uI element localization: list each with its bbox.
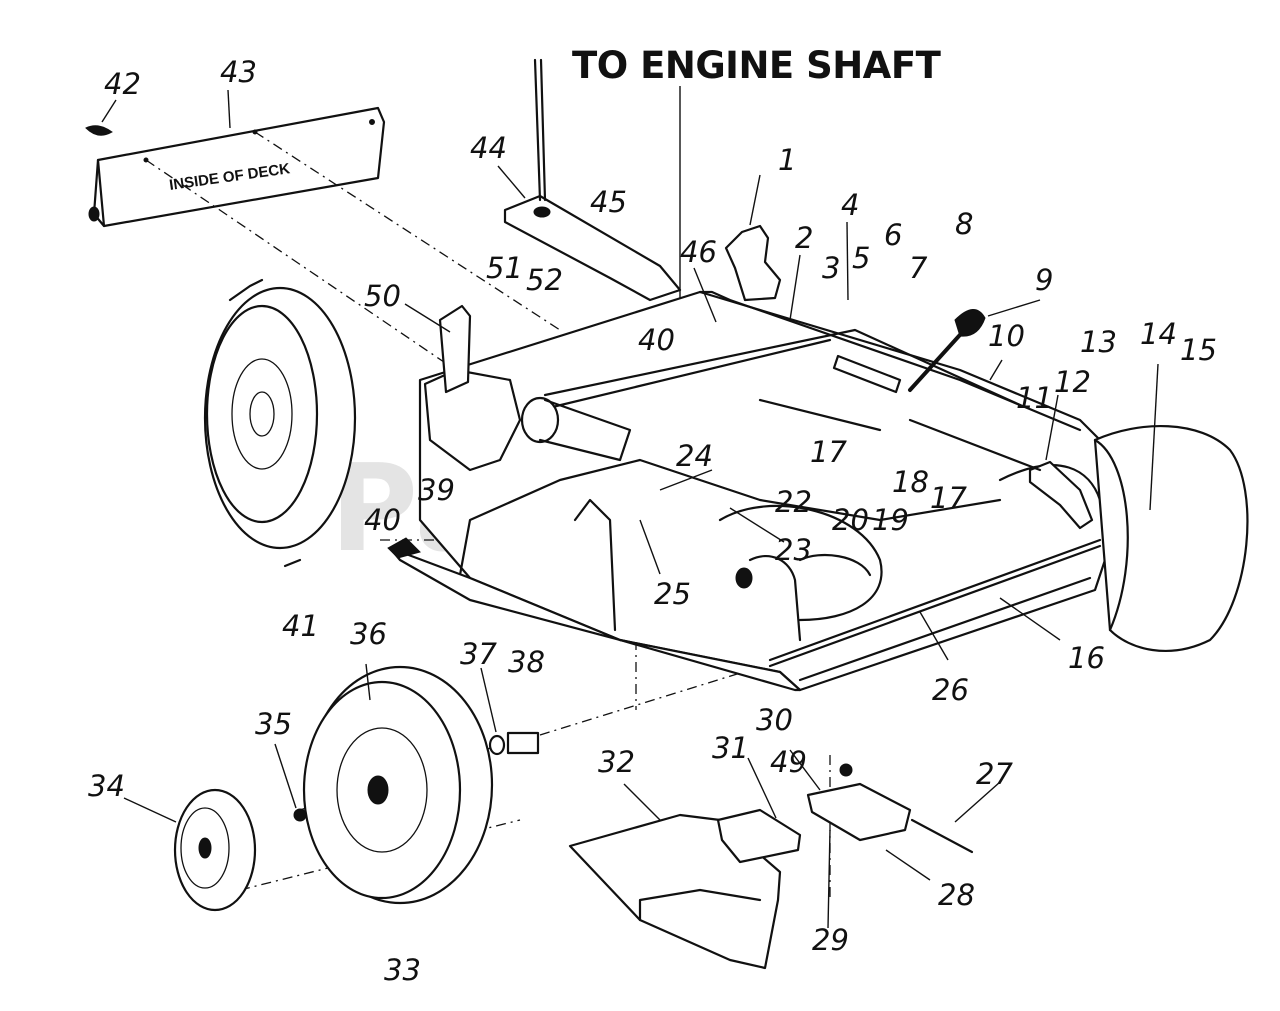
callout-18: 18 xyxy=(892,465,929,499)
callout-36: 36 xyxy=(350,617,387,651)
rear-axle-rod xyxy=(768,538,1102,662)
rivet-42 xyxy=(85,125,113,136)
callout-52: 52 xyxy=(526,263,563,297)
callouts: 1 2 3 4 5 6 7 8 9 10 11 12 13 14 15 16 1… xyxy=(88,55,1217,987)
mower-deck xyxy=(387,290,1107,692)
callout-40a: 40 xyxy=(638,323,675,357)
nut-30 xyxy=(839,763,853,777)
callout-49: 49 xyxy=(770,745,807,779)
callout-40b: 40 xyxy=(364,503,401,537)
height-lever xyxy=(908,309,986,392)
callout-20: 20 xyxy=(832,503,869,537)
deck-plate: INSIDE OF DECK xyxy=(88,106,386,228)
bushing-38 xyxy=(506,731,540,755)
callout-37: 37 xyxy=(460,637,497,671)
callout-1: 1 xyxy=(778,143,796,177)
callout-22: 22 xyxy=(775,485,812,519)
handle-bracket xyxy=(724,224,782,302)
callout-17a: 17 xyxy=(810,435,847,469)
callout-28: 28 xyxy=(938,878,975,912)
callout-35: 35 xyxy=(255,707,292,741)
link-rod xyxy=(538,338,832,412)
callout-42: 42 xyxy=(104,67,141,101)
callout-2: 2 xyxy=(795,221,813,255)
front-left-wheel xyxy=(203,278,357,568)
callout-5: 5 xyxy=(852,241,870,275)
gear-housing xyxy=(423,304,632,472)
callout-11: 11 xyxy=(1016,381,1053,415)
callout-23: 23 xyxy=(775,533,812,567)
callout-26: 26 xyxy=(932,673,969,707)
callout-19: 19 xyxy=(872,503,909,537)
diagram-title: TO ENGINE SHAFT xyxy=(572,44,942,87)
callout-41: 41 xyxy=(282,609,319,643)
callout-12: 12 xyxy=(1054,365,1091,399)
callout-17b: 17 xyxy=(930,481,967,515)
nut-35 xyxy=(293,808,307,822)
callout-45: 45 xyxy=(590,185,627,219)
callout-7: 7 xyxy=(909,251,928,285)
leader-lines xyxy=(101,89,1159,929)
callout-4: 4 xyxy=(841,188,859,222)
washer-37 xyxy=(488,734,506,756)
callout-24: 24 xyxy=(676,439,713,473)
callout-3: 3 xyxy=(822,251,840,285)
callout-31: 31 xyxy=(712,731,749,765)
callout-25: 25 xyxy=(654,577,691,611)
spring xyxy=(832,354,902,394)
callout-10: 10 xyxy=(988,319,1025,353)
rear-bracket xyxy=(503,58,682,302)
callout-29: 29 xyxy=(812,923,849,957)
front-wheel xyxy=(302,665,494,905)
pin-27 xyxy=(910,818,974,854)
discharge-chute xyxy=(568,813,782,970)
callout-13: 13 xyxy=(1080,325,1117,359)
height-bracket xyxy=(1028,460,1094,530)
callout-50: 50 xyxy=(364,279,401,313)
callout-9: 9 xyxy=(1035,263,1053,297)
rear-right-wheel xyxy=(1093,424,1249,652)
callout-38: 38 xyxy=(508,645,545,679)
callout-30: 30 xyxy=(756,703,793,737)
callout-16: 16 xyxy=(1068,641,1105,675)
callout-15: 15 xyxy=(1180,333,1217,367)
hinge-bracket xyxy=(716,808,802,864)
callout-51: 51 xyxy=(486,251,523,285)
callout-32: 32 xyxy=(598,745,635,779)
callout-8: 8 xyxy=(955,207,973,241)
callout-39: 39 xyxy=(418,473,455,507)
hubcap xyxy=(173,788,257,912)
callout-14: 14 xyxy=(1140,317,1177,351)
callout-6: 6 xyxy=(884,218,902,252)
callout-43: 43 xyxy=(220,55,257,89)
callout-34: 34 xyxy=(88,769,125,803)
callout-33: 33 xyxy=(384,953,421,987)
callout-46: 46 xyxy=(680,235,717,269)
callout-44: 44 xyxy=(470,131,507,165)
callout-27: 27 xyxy=(976,757,1013,791)
mount-bracket xyxy=(806,782,912,842)
